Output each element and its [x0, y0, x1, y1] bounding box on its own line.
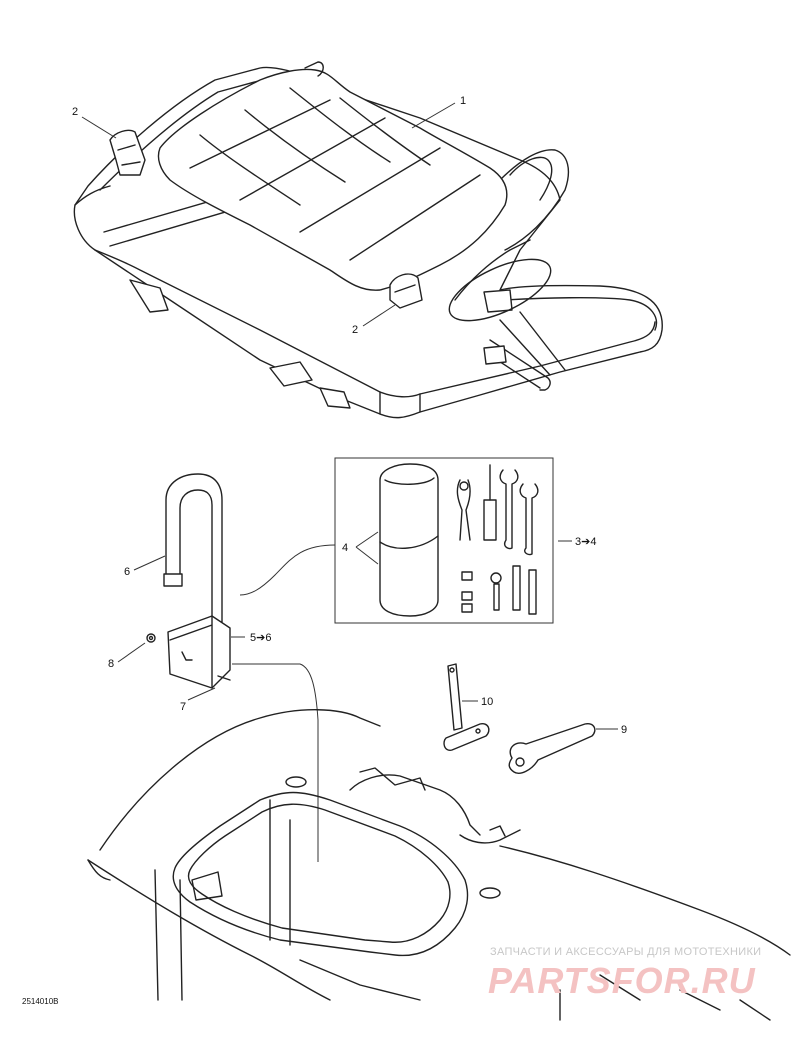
callout-6: 6: [124, 566, 130, 578]
callout-2-bottom: 2: [352, 324, 358, 336]
leader-lines-top: [81, 102, 456, 327]
callout-2-top: 2: [72, 106, 78, 118]
callout-1: 1: [460, 95, 466, 107]
tool-kit-box: [334, 457, 554, 624]
reference-code: 2514010B: [22, 997, 58, 1006]
watermark-brand: PARTSFOR.RU: [488, 960, 756, 1001]
watermark: ЗАПЧАСТИ И АКСЕССУАРЫ ДЛЯ МОТОТЕХНИКИ PA…: [488, 946, 761, 1001]
spark-plug-tool: [443, 663, 490, 751]
strap-and-holder: [146, 473, 319, 862]
callout-9: 9: [621, 724, 627, 736]
callout-8: 8: [108, 658, 114, 670]
spanner-wrench: [508, 722, 596, 774]
rack-assembly: [73, 61, 663, 419]
callout-3-4: 3➔4: [575, 536, 596, 548]
callout-10: 10: [481, 696, 493, 708]
watermark-subtitle: ЗАПЧАСТИ И АКСЕССУАРЫ ДЛЯ МОТОТЕХНИКИ: [490, 946, 761, 958]
callout-5-6: 5➔6: [250, 632, 271, 644]
rear-body-storage: [87, 709, 791, 1021]
callout-4: 4: [342, 542, 348, 554]
callout-7: 7: [180, 701, 186, 713]
